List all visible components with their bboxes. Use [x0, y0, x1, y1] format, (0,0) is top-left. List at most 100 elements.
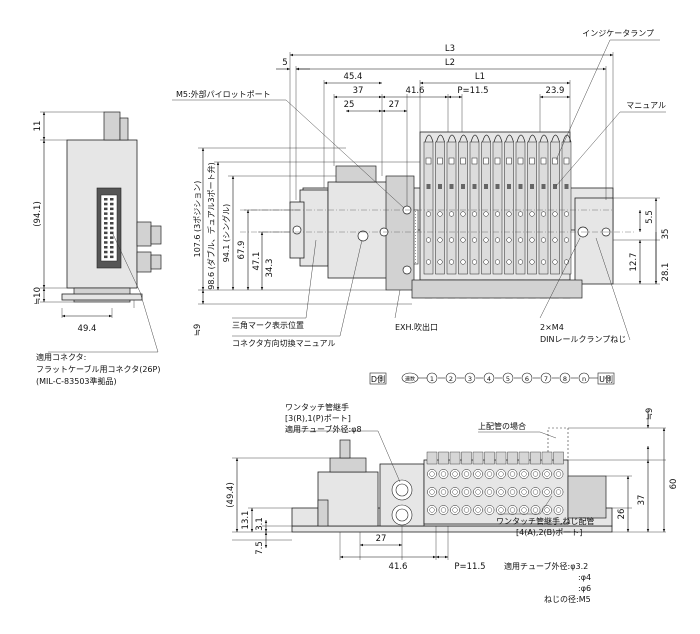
valve-station — [504, 141, 514, 275]
valve-station — [550, 141, 560, 275]
indicator-lamp-icon — [483, 157, 489, 165]
top-fitting — [495, 451, 507, 465]
top-fitting — [484, 451, 495, 465]
port-hole — [506, 259, 512, 265]
dim-47-1: 47.1 — [252, 252, 262, 271]
valve-station — [435, 141, 445, 275]
label-one-touch-ports: [3(R),1(P)ポート] — [285, 414, 351, 423]
port-hole — [460, 259, 466, 265]
valve-cable — [424, 134, 434, 143]
station-number: 8 — [563, 375, 567, 383]
connector-pin — [110, 255, 114, 259]
station-marker — [464, 372, 476, 384]
manual-override-icon — [426, 184, 431, 189]
label-side-tube: 適用チューブ外径:φ3.2 — [504, 561, 588, 571]
side-valve-top — [103, 111, 121, 141]
port-hole — [460, 211, 466, 217]
port-hole — [448, 211, 455, 217]
station-number: 4 — [487, 375, 491, 383]
top-fitting — [426, 451, 438, 465]
top-fitting — [507, 451, 518, 465]
indicator-lamp-icon — [506, 157, 512, 165]
label-m5-pilot: M5:外部パイロットポート — [176, 89, 271, 99]
indicator-lamp-icon — [540, 157, 547, 165]
d-side-label: D側 — [371, 374, 385, 384]
station-number: 5 — [506, 375, 510, 383]
dim-12-7: 12.7 — [629, 253, 639, 272]
station-number: 7 — [544, 375, 548, 383]
port-hole — [552, 259, 558, 265]
station-number: 6 — [525, 375, 529, 383]
dim-side-49-4: 49.4 — [78, 324, 97, 334]
port-hole — [483, 259, 489, 265]
top-fitting — [449, 451, 461, 465]
port-hole — [540, 237, 547, 243]
manual-override-icon — [461, 184, 465, 189]
port-hole — [425, 211, 432, 217]
indicator-lamp-icon — [437, 157, 443, 165]
dim-23-9: 23.9 — [546, 86, 565, 96]
front-view-callouts: インジケータランプ マニュアル M5:外部パイロットポート 三角マーク表示位置 … — [172, 29, 666, 348]
indicator-lamp-icon — [552, 157, 558, 165]
connector-pin — [110, 207, 114, 211]
port-hole — [471, 211, 478, 217]
station-number: 2 — [449, 375, 453, 383]
port-hole — [529, 237, 535, 243]
label-exh-outlet: EXH.吹出口 — [395, 322, 438, 332]
station-marker — [483, 372, 495, 384]
label-one-touch-title: ワンタッチ管継手 — [285, 402, 349, 412]
port-hole — [517, 211, 524, 217]
port-hole — [540, 259, 547, 265]
port-hole — [506, 237, 512, 243]
dim-34-3: 34.3 — [265, 259, 275, 278]
valve-cable — [482, 134, 491, 143]
port-hole — [448, 237, 455, 243]
station-number: n — [582, 375, 586, 383]
top-fitting — [541, 451, 553, 465]
station-number: 1 — [430, 375, 434, 383]
connector-pin — [110, 222, 114, 225]
label-side-ports: [4(A),2(B)ポート] — [516, 528, 582, 537]
port-hole — [552, 211, 558, 217]
station-start-label: 連数 — [405, 376, 415, 383]
port-hole — [517, 259, 524, 265]
valve-cable — [539, 134, 549, 143]
connector-pin — [110, 217, 114, 220]
dim-35: 35 — [661, 229, 671, 240]
station-marker — [559, 372, 571, 384]
port-hole — [448, 259, 455, 265]
manual-override-icon — [530, 184, 534, 189]
valve-cable — [447, 134, 457, 143]
connector-pin — [104, 236, 108, 239]
dim-bottom-37: 37 — [637, 495, 647, 506]
dim-67-9: 67.9 — [237, 241, 247, 260]
port-hole — [437, 259, 443, 265]
valve-cable — [528, 134, 537, 143]
label-top-piping: 上配管の場合 — [478, 421, 526, 431]
connector-pin — [110, 241, 114, 244]
manual-override-icon — [518, 184, 523, 189]
port-hole — [540, 211, 547, 217]
vertical-dimensions-left: 107.6 (3ポジション) 98.6 (ダブル、デュアル3ポート弁) 94.1… — [193, 147, 420, 337]
connector-pin — [104, 202, 108, 206]
label-din-screw: DINレールクランプねじ — [540, 335, 626, 344]
station-number: 3 — [468, 375, 472, 383]
dim-9: ≒9 — [193, 324, 203, 337]
dim-side-10: ≒10 — [33, 287, 43, 305]
port-hole — [471, 259, 478, 265]
dim-25: 25 — [344, 100, 355, 110]
dim-bottom-49-4: (49.4) — [226, 482, 236, 508]
connector-pin — [104, 207, 108, 211]
output-ports — [426, 451, 564, 515]
dim-l3: L3 — [445, 44, 455, 54]
label-tube-6: :φ6 — [578, 584, 591, 593]
connector-note-line-2: フラットケーブル用コネクタ(26P) — [36, 364, 160, 374]
valve-cable — [562, 134, 572, 143]
valve-cable — [459, 134, 468, 143]
station-numbers: 1 2 3 4 5 6 7 8 n — [418, 372, 598, 384]
manual-override-icon — [438, 184, 442, 189]
station-marker — [521, 372, 533, 384]
port-hole — [563, 211, 570, 217]
